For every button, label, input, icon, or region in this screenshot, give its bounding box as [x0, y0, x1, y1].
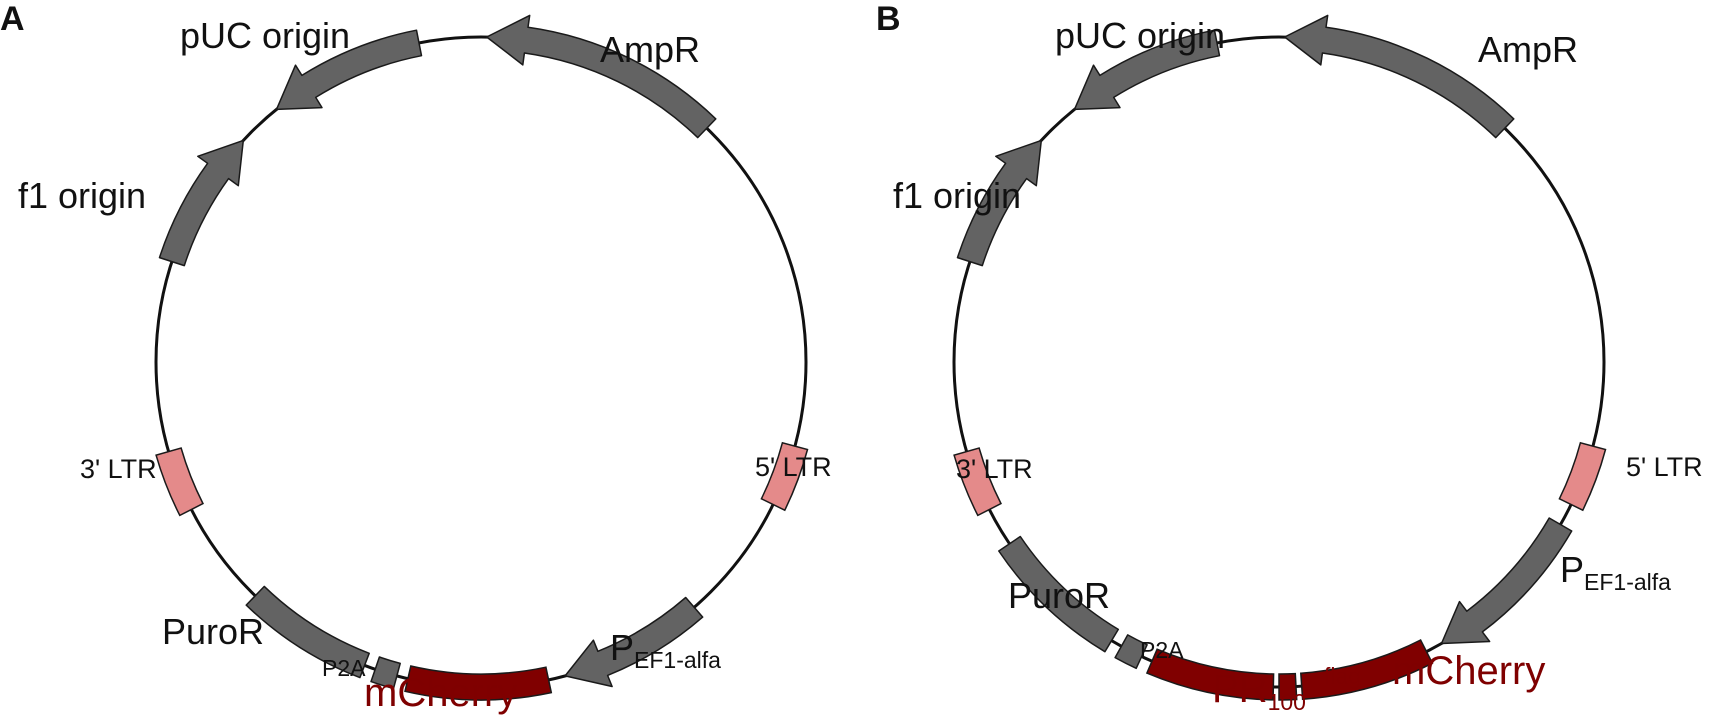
panel-b-f1-origin-arrow	[956, 139, 1043, 267]
panel-a-5ltr-label: 5' LTR	[755, 452, 832, 482]
panel-b-3ltr-label: 3' LTR	[956, 454, 1033, 484]
panel-a-5ltr-block	[760, 441, 809, 512]
panel-b-promoter-label: PEF1-alfa	[1560, 549, 1671, 595]
panel-b-mcherry-block	[1300, 638, 1434, 701]
panel-b-pr100-label: PR100	[1212, 667, 1306, 715]
panel-b-mcherry-label: mCherry	[1392, 649, 1545, 693]
panel-b-pr-main: PR	[1212, 667, 1268, 711]
panel-b-flag-label: flag	[1324, 663, 1361, 689]
panel-a-mcherry-block	[404, 665, 553, 701]
panel-b-ampr-label: AmpR	[1478, 29, 1578, 70]
panel-a-puror-label: PuroR	[162, 611, 264, 652]
panel-b-puror-block	[998, 535, 1120, 653]
panel-b-p2a-label: P2A	[1140, 637, 1184, 663]
panel-a-ampr-arrow	[485, 14, 717, 139]
panel-b-puc-origin-arrow	[1073, 29, 1221, 111]
panel-b-promoter-ef1-arrow	[1440, 517, 1573, 645]
panel-a-3ltr-block	[155, 447, 205, 517]
panel-b-ampr-arrow	[1283, 14, 1515, 139]
panel-b-features	[953, 14, 1607, 701]
panel-b-5ltr-block	[1558, 441, 1607, 512]
panel-a-promoter-main: P	[610, 627, 634, 668]
panel-a-mcherry-label: mCherry	[364, 671, 517, 715]
panel-b-letter: B	[876, 0, 901, 38]
panel-a-promoter-sub: EF1-alfa	[634, 647, 721, 673]
panel-a-letter: A	[0, 0, 25, 38]
panel-a-f1-origin-arrow	[158, 139, 245, 267]
panel-a-f1-origin-label: f1 origin	[18, 175, 146, 216]
panel-b-f1-origin-label: f1 origin	[893, 175, 1021, 216]
panel-b-puc-origin-label: pUC origin	[1055, 15, 1225, 56]
panel-b-pr100-block	[1145, 648, 1275, 701]
panel-a-ampr-label: AmpR	[600, 29, 700, 70]
panel-a-backbone-circle	[154, 35, 808, 689]
panel-b-puror-label: PuroR	[1008, 575, 1110, 616]
panel-b-3ltr-block	[953, 447, 1003, 517]
panel-b-pr-sub: 100	[1268, 689, 1306, 715]
panel-a-plasmid-map: A pUC origin AmpR f1 origin 3' LTR 5' LT…	[0, 0, 832, 715]
panel-b-plasmid-map: B pUC origin AmpR f1 origin 3' LTR 5' LT…	[876, 0, 1703, 715]
panel-a-p2a-label: P2A	[322, 655, 366, 681]
panel-a-p2a-block	[370, 656, 401, 690]
panel-b-p2a-block	[1114, 634, 1148, 670]
panel-b-5ltr-label: 5' LTR	[1626, 452, 1703, 482]
panel-a-3ltr-label: 3' LTR	[80, 454, 157, 484]
panel-b-promoter-main: P	[1560, 549, 1584, 590]
panel-b-flag-block	[1278, 672, 1298, 701]
panel-a-promoter-label: PEF1-alfa	[610, 627, 721, 673]
panel-a-puror-block	[245, 585, 370, 679]
panel-b-promoter-sub: EF1-alfa	[1584, 569, 1671, 595]
panel-a-puc-origin-label: pUC origin	[180, 15, 350, 56]
panel-a-promoter-ef1-arrow	[564, 596, 704, 688]
panel-a-features	[155, 14, 809, 701]
panel-a-puc-origin-arrow	[275, 29, 423, 111]
